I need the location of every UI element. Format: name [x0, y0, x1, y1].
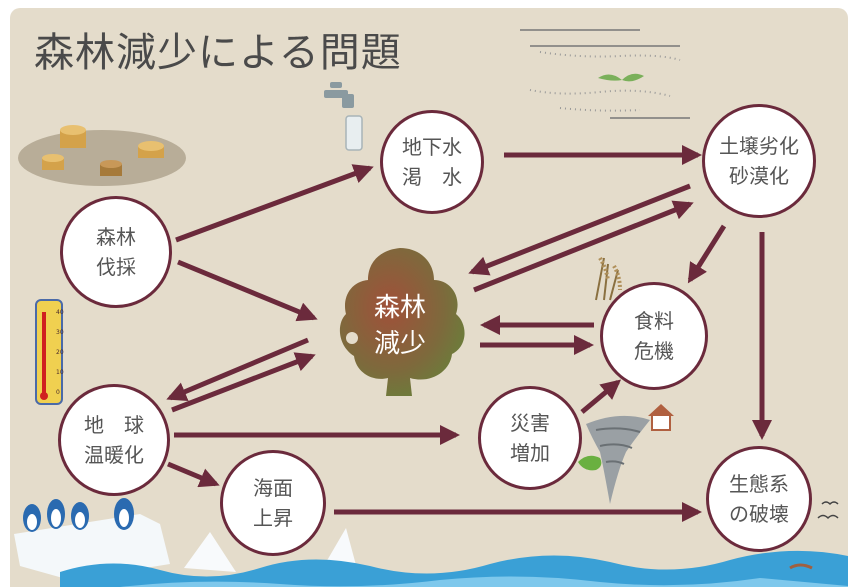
node-sea-level-rise: 海面 上昇	[220, 450, 326, 556]
sea-waves	[60, 550, 848, 587]
node-global-warming: 地 球 温暖化	[58, 384, 170, 496]
node-groundwater: 地下水 渇 水	[380, 110, 484, 214]
tick-30: 30	[56, 329, 64, 336]
desert-sprout-illustration	[520, 29, 690, 119]
arrow-soil-to-deforestation	[468, 183, 691, 276]
faucet-icon	[324, 82, 363, 151]
penguins-iceberg-illustration	[14, 498, 360, 580]
arrow-soil-to-food	[687, 224, 727, 284]
deforestation-tree-shape	[339, 248, 465, 396]
node-soil-degradation: 土壌劣化 砂漠化	[702, 104, 816, 218]
rice-plant-icon	[595, 256, 622, 301]
node-food-crisis: 食料 危機	[600, 282, 708, 390]
arrow-logging-to-deforestation	[177, 259, 318, 322]
arrow-warming-to-sealevel	[167, 461, 220, 488]
node-logging: 森林 伐採	[60, 196, 172, 308]
arrow-warming-to-deforestation	[171, 352, 316, 413]
tick-20: 20	[56, 349, 64, 356]
page-title: 森林減少による問題	[34, 30, 402, 76]
node-ecosystem-destruction: 生態系 の破壊	[706, 446, 812, 552]
birds-icon	[817, 501, 839, 520]
tick-10: 10	[56, 369, 64, 376]
center-label-deforestation: 森林 減少	[373, 293, 426, 359]
tick-40: 40	[56, 309, 64, 316]
arrow-disaster-to-food	[580, 379, 622, 414]
tree-stumps-illustration	[18, 125, 186, 186]
thermometer-icon	[35, 299, 63, 405]
arrow-deforestation-to-warming	[166, 337, 309, 402]
tornado-illustration	[578, 404, 674, 504]
tick-0: 0	[56, 389, 60, 396]
arrow-logging-to-groundwater	[175, 164, 374, 243]
thermometer-scale: 40 30 20 10 0	[56, 309, 64, 396]
arrows	[166, 145, 772, 522]
arrow-deforestation-to-soil	[473, 200, 694, 293]
node-disaster-increase: 災害 増加	[478, 386, 582, 490]
